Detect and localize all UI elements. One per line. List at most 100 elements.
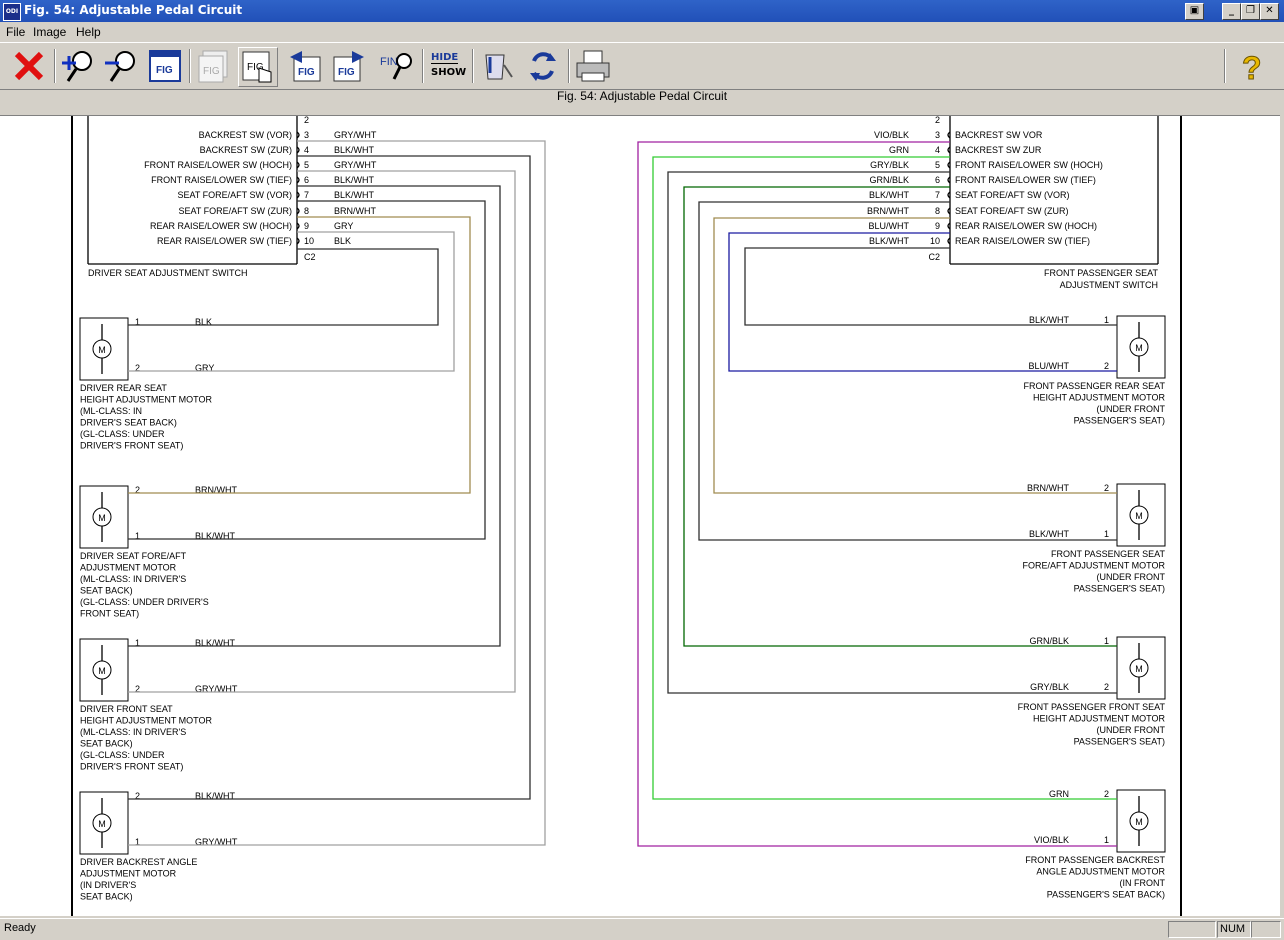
left-switch-pin-number: 3	[304, 130, 309, 140]
fig-view-button[interactable]: FIG	[146, 47, 184, 85]
right-motor-label: ANGLE ADJUSTMENT MOTOR	[1036, 867, 1165, 877]
zoom-in-icon	[62, 51, 92, 82]
right-motor-label: FRONT PASSENGER REAR SEAT	[1023, 381, 1165, 391]
toolbar-separator	[1224, 49, 1226, 83]
left-motor-label: ADJUSTMENT MOTOR	[80, 869, 177, 879]
right-motor-label: PASSENGER'S SEAT)	[1074, 584, 1165, 594]
left-wire	[128, 140, 546, 846]
left-switch-pin-name: BACKREST SW (VOR)	[199, 130, 292, 140]
close-window-button[interactable]: ✕	[1260, 3, 1279, 20]
find-button[interactable]: FIN	[378, 47, 416, 85]
fig-disabled-button[interactable]: FIG	[195, 47, 233, 85]
motor-box	[1116, 315, 1166, 379]
left-switch-wire-label: BLK/WHT	[334, 190, 375, 200]
right-motor-label: FRONT PASSENGER FRONT SEAT	[1018, 702, 1166, 712]
connector-pin	[296, 176, 300, 184]
zoom-out-icon	[105, 51, 135, 82]
print-button[interactable]	[574, 47, 612, 85]
motor-pin-number: 1	[1104, 835, 1109, 845]
right-wire	[652, 156, 1117, 800]
left-wire	[128, 200, 486, 540]
connector-pin	[296, 237, 300, 245]
close-diagram-button[interactable]	[10, 47, 48, 85]
left-switch-wire-label: BLK	[334, 236, 351, 246]
left-wire	[128, 155, 531, 800]
right-switch-wire-label: GRN/BLK	[869, 175, 909, 185]
right-motor-label: HEIGHT ADJUSTMENT MOTOR	[1033, 714, 1166, 724]
left-switch-wire-label: BRN/WHT	[334, 206, 376, 216]
motor-symbol-label: M	[98, 819, 106, 829]
toolbar-separator	[54, 49, 56, 83]
left-motor-label: DRIVER'S FRONT SEAT)	[80, 441, 183, 451]
menu-image[interactable]: Image	[33, 25, 67, 39]
maximize-button[interactable]: ❐	[1241, 3, 1260, 20]
left-motor-label: ADJUSTMENT MOTOR	[80, 563, 177, 573]
right-motor-label: FRONT PASSENGER BACKREST	[1025, 855, 1165, 865]
status-text: Ready	[4, 922, 36, 934]
motor-wire-label: VIO/BLK	[1034, 835, 1069, 845]
right-switch-pin-name: FRONT RAISE/LOWER SW (TIEF)	[955, 175, 1096, 185]
connector-pin	[296, 131, 300, 139]
refresh-button[interactable]	[524, 47, 562, 85]
left-motor-label: DRIVER REAR SEAT	[80, 383, 167, 393]
motor-symbol-label: M	[98, 666, 106, 676]
hide-show-button[interactable]: HIDE SHOW	[428, 47, 466, 85]
left-motor-label: DRIVER FRONT SEAT	[80, 704, 173, 714]
figure-hand-icon: FIG	[242, 51, 272, 83]
red-x-icon	[14, 51, 44, 81]
motor-symbol-label: M	[98, 345, 106, 355]
motor-wire-label: BLK/WHT	[195, 791, 236, 801]
motor-wire-label: GRY/WHT	[195, 684, 238, 694]
connector-pin	[296, 207, 300, 215]
help-button[interactable]: ?	[1234, 47, 1272, 87]
toolbar-separator	[189, 49, 191, 83]
motor-pin-number: 2	[135, 684, 140, 694]
motor-box	[79, 638, 129, 702]
motor-box	[79, 485, 129, 549]
left-switch-pin-name: BACKREST SW (ZUR)	[200, 145, 292, 155]
right-switch-pin-number: 2	[935, 116, 940, 125]
right-switch-pin-name: BACKREST SW VOR	[955, 130, 1043, 140]
right-switch-pin-name: BACKREST SW ZUR	[955, 145, 1042, 155]
motor-wire-label: GRN/BLK	[1029, 636, 1069, 646]
svg-text:FIG: FIG	[156, 65, 173, 76]
connector-pin	[296, 191, 300, 199]
left-motor-label: HEIGHT ADJUSTMENT MOTOR	[80, 395, 213, 405]
menu-file[interactable]: File	[6, 25, 26, 39]
left-switch-pin-number: 7	[304, 190, 309, 200]
previous-figure-icon: FIG	[290, 51, 321, 82]
previous-figure-button[interactable]: FIG	[286, 47, 324, 85]
left-switch-pin-number: 5	[304, 160, 309, 170]
left-motor-label: (GL-CLASS: UNDER	[80, 750, 165, 760]
minimize-button[interactable]: _	[1222, 3, 1241, 20]
toolbar-separator	[422, 49, 424, 83]
window-title: Fig. 54: Adjustable Pedal Circuit	[24, 3, 243, 17]
next-figure-button[interactable]: FIG	[330, 47, 368, 85]
paint-button[interactable]	[478, 47, 516, 85]
right-switch-wire-label: BRN/WHT	[867, 206, 909, 216]
right-motor-label: PASSENGER'S SEAT BACK)	[1047, 890, 1165, 900]
right-switch-wire-label: GRN	[889, 145, 909, 155]
right-motor-label: (UNDER FRONT	[1097, 404, 1166, 414]
left-switch-pin-number: 10	[304, 236, 314, 246]
num-lock-indicator: NUM	[1217, 921, 1251, 938]
restore-small-icon[interactable]: ▣	[1185, 3, 1204, 20]
motor-symbol-label: M	[98, 513, 106, 523]
left-wire	[128, 216, 471, 494]
status-panel	[1168, 921, 1216, 938]
fig-select-button[interactable]: FIG	[238, 47, 278, 87]
menu-bar: File Image Help	[0, 22, 1284, 41]
toolbar-separator	[472, 49, 474, 83]
menu-help[interactable]: Help	[76, 25, 101, 39]
left-switch-wire-label: GRY/WHT	[334, 130, 377, 140]
motor-wire-label: BLK/WHT	[195, 531, 236, 541]
motor-wire-label: BLK/WHT	[1029, 315, 1070, 325]
zoom-in-button[interactable]	[60, 47, 98, 85]
left-wire	[128, 170, 516, 693]
app-icon[interactable]: ODI	[3, 3, 21, 21]
motor-pin-number: 2	[1104, 789, 1109, 799]
motor-pin-number: 1	[1104, 529, 1109, 539]
zoom-out-button[interactable]	[103, 47, 141, 85]
left-motor-label: (ML-CLASS: IN	[80, 406, 142, 416]
